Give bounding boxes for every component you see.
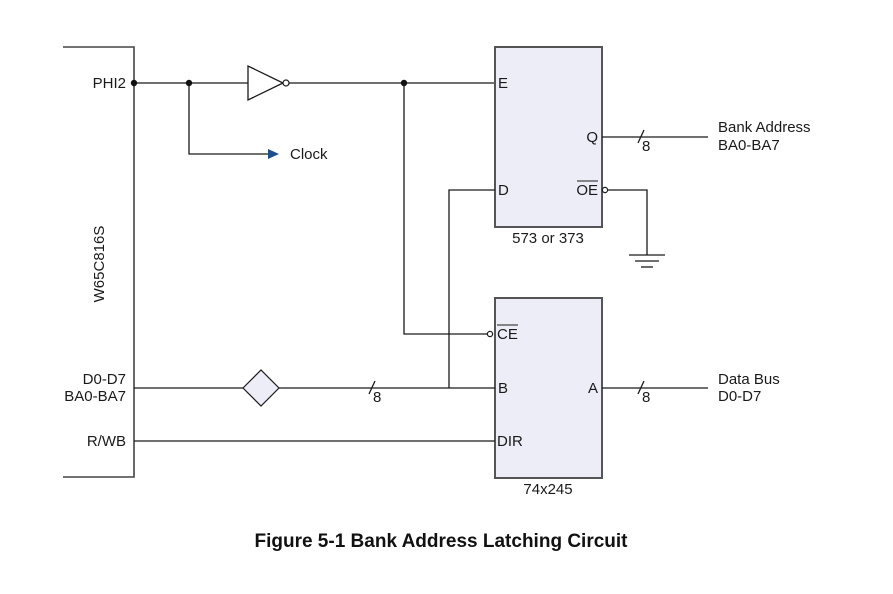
q-output-net: 8 Bank Address BA0-BA7	[602, 119, 811, 155]
cpu-block: W65C816S PHI2 D0-D7 BA0-BA7 R/WB	[63, 46, 135, 478]
inverter	[247, 64, 495, 335]
clock-label: Clock	[290, 146, 328, 163]
transceiver-body	[494, 297, 603, 479]
wire-oe-ground	[608, 189, 648, 255]
bank-address-bits: BA0-BA7	[718, 137, 780, 154]
figure-caption: Figure 5-1 Bank Address Latching Circuit	[254, 531, 628, 552]
bus-connector-diamond	[242, 369, 280, 407]
transceiver-part-number: 74x245	[523, 481, 572, 498]
data-bus-label: Data Bus	[718, 371, 780, 388]
oe-bubble	[601, 186, 609, 194]
bus-width-label: 8	[642, 389, 650, 406]
bank-address-label: Bank Address	[718, 119, 811, 136]
data-bus-net: 8	[134, 369, 495, 407]
transceiver-pin-a: A	[588, 380, 598, 397]
cpu-outline	[63, 46, 135, 478]
pin-data-ba0-ba7: BA0-BA7	[64, 388, 126, 405]
bus-slash	[637, 380, 645, 395]
cpu-name: W65C816S	[91, 226, 108, 303]
wire-clock	[188, 83, 268, 155]
a-output-net: 8 Data Bus D0-D7	[602, 371, 780, 406]
transceiver-pin-dir: DIR	[497, 433, 523, 450]
ground-icon	[629, 254, 665, 268]
phi2-net: Clock	[130, 79, 328, 163]
inverter-bubble	[282, 79, 290, 87]
ground-net	[608, 189, 665, 268]
data-bus-bits: D0-D7	[718, 388, 761, 405]
bus-width-label: 8	[642, 138, 650, 155]
bus-slash	[637, 129, 645, 144]
transceiver-pin-b: B	[498, 380, 508, 397]
latch-body	[494, 46, 603, 228]
arrow-icon	[268, 149, 279, 159]
latch-chip: E D Q OE 573 or 373	[494, 46, 609, 247]
pin-data-d0-d7: D0-D7	[83, 371, 126, 388]
latch-part-number: 573 or 373	[512, 230, 584, 247]
wire-d-input	[448, 189, 495, 388]
transceiver-pin-ce: CE	[497, 326, 518, 343]
bus-width-label: 8	[373, 389, 381, 406]
transceiver-chip: CE B A DIR 74x245	[486, 297, 603, 498]
inverter-triangle	[247, 64, 285, 102]
latch-pin-e: E	[498, 75, 508, 92]
latch-pin-q: Q	[586, 129, 598, 146]
latch-pin-oe: OE	[576, 182, 598, 199]
bus-slash	[368, 380, 376, 395]
pin-phi2: PHI2	[93, 75, 126, 92]
wire-ce	[403, 83, 487, 335]
latch-pin-d: D	[498, 182, 509, 199]
ce-bubble	[486, 330, 494, 338]
pin-rwb: R/WB	[87, 433, 126, 450]
junction-dot	[130, 79, 138, 87]
